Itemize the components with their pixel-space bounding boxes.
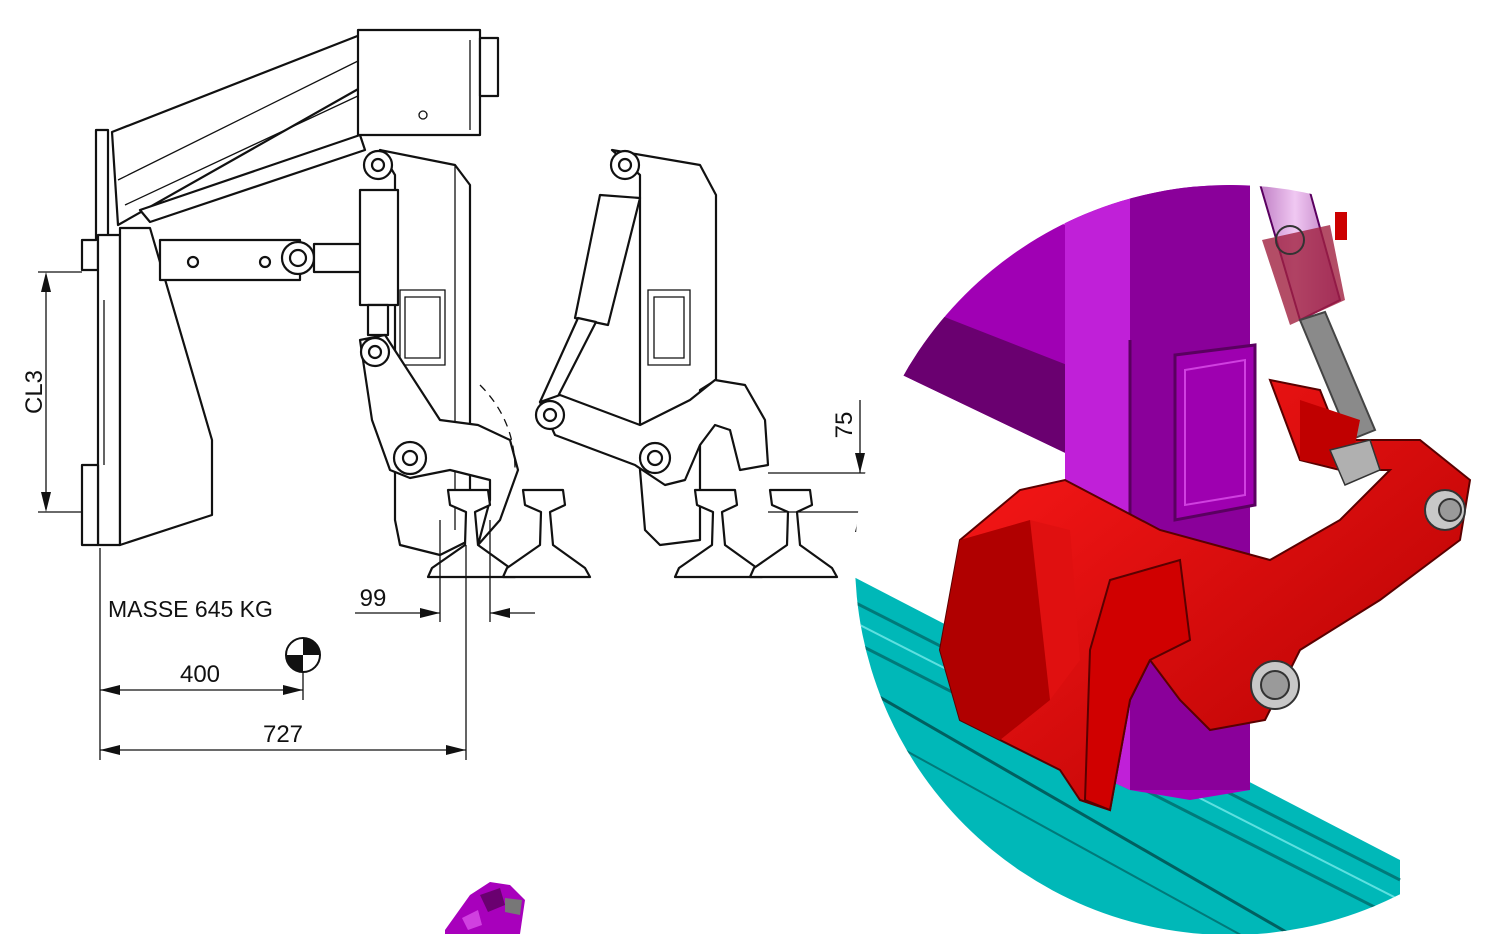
center-of-gravity-symbol bbox=[285, 637, 321, 673]
gripper-open-view bbox=[534, 148, 839, 579]
dim-99-label: 99 bbox=[360, 585, 387, 612]
3d-detail-view bbox=[855, 185, 1494, 934]
dim-400-label: 400 bbox=[180, 661, 220, 688]
dim-727-label: 727 bbox=[263, 721, 303, 748]
mass-label: MASSE 645 KG bbox=[108, 596, 273, 622]
gripper-side-view bbox=[80, 28, 592, 579]
dim-cl3-label: CL3 bbox=[21, 370, 48, 414]
dim-75-label: 75 bbox=[831, 412, 858, 439]
partial-3d-thumbnail bbox=[445, 882, 525, 934]
